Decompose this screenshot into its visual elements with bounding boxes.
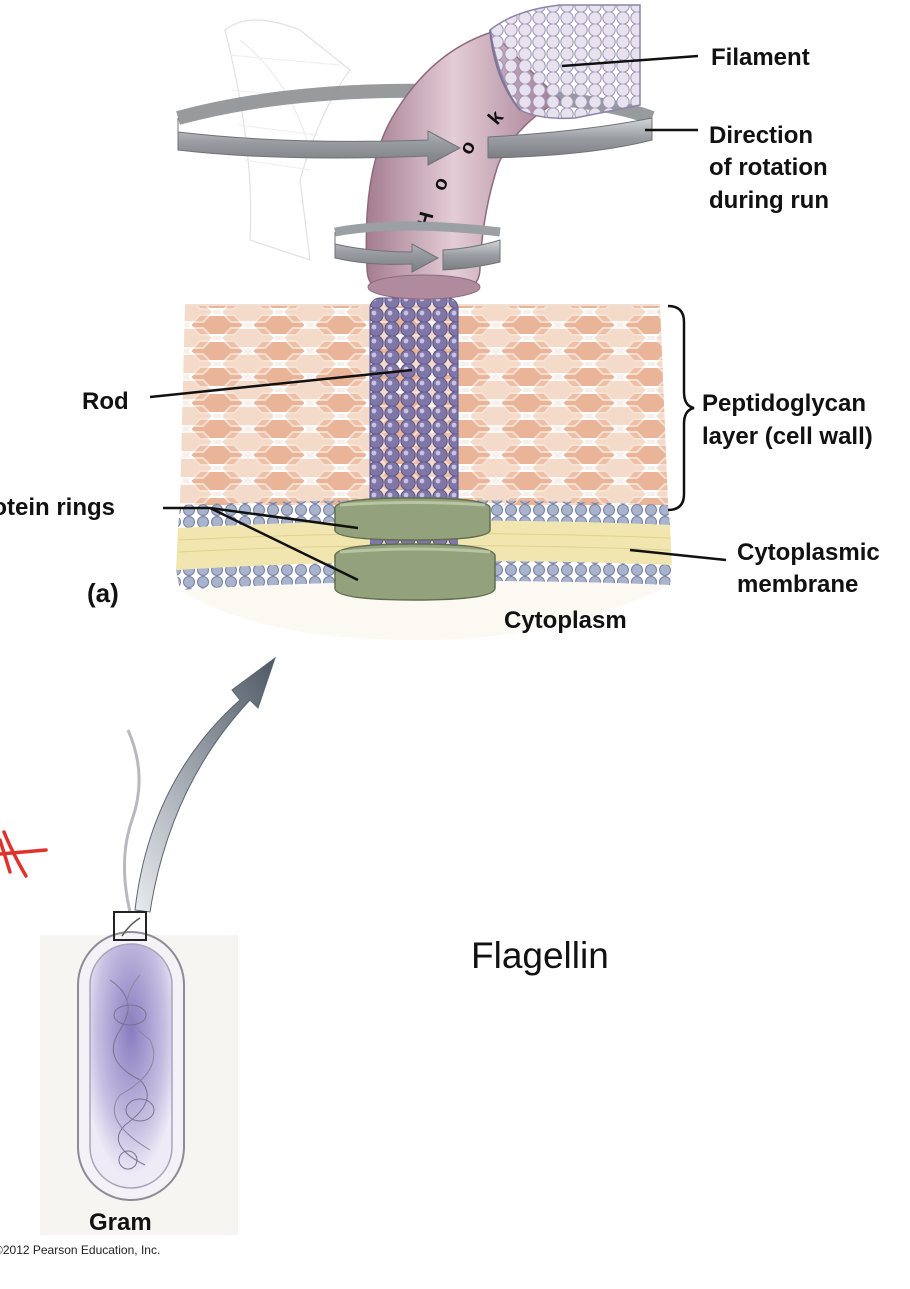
rod-leader — [149, 368, 413, 399]
peptidoglycan-label-line2: layer (cell wall) — [702, 423, 873, 450]
rod-label: Rod — [82, 388, 129, 415]
direction-label-line3: during run — [709, 187, 829, 214]
protein-rings-leader-2 — [209, 506, 359, 530]
filament — [489, 4, 641, 120]
protein-rings — [334, 497, 496, 601]
filament-leader — [561, 54, 699, 68]
zoom-pointer-arrow — [134, 656, 276, 913]
cytoplasmic-label-line2: membrane — [737, 571, 859, 598]
leader-lines — [149, 54, 727, 582]
rod — [369, 297, 459, 511]
cytoplasmic-leader — [629, 548, 727, 562]
rotation-arrow-small — [334, 221, 501, 273]
cell-flagellum — [123, 729, 141, 913]
protein-rings-label: Protein rings — [0, 494, 116, 521]
direction-label-line2: of rotation — [709, 154, 828, 181]
protein-rings-leader-3 — [209, 506, 359, 582]
flagellin-caption: Flagellin — [471, 935, 609, 976]
bacterial-cell — [40, 729, 238, 1235]
peptidoglycan-bracket — [667, 304, 695, 512]
copyright-notice: ©2012 Pearson Education, Inc. — [0, 1243, 161, 1257]
filament-label: Filament — [711, 44, 810, 71]
zoom-box — [113, 911, 147, 941]
cytoplasmic-label-line1: Cytoplasmic — [737, 539, 880, 566]
handwritten-annotation-mark — [0, 830, 48, 878]
rotation-arrow-large — [177, 117, 653, 166]
cytoplasm-label: Cytoplasm — [504, 607, 627, 634]
gram-label: Gram — [89, 1209, 152, 1236]
peptidoglycan-label-line1: Peptidoglycan — [702, 390, 867, 417]
panel-label: (a) — [87, 578, 119, 608]
direction-label-line1: Direction — [709, 122, 814, 149]
